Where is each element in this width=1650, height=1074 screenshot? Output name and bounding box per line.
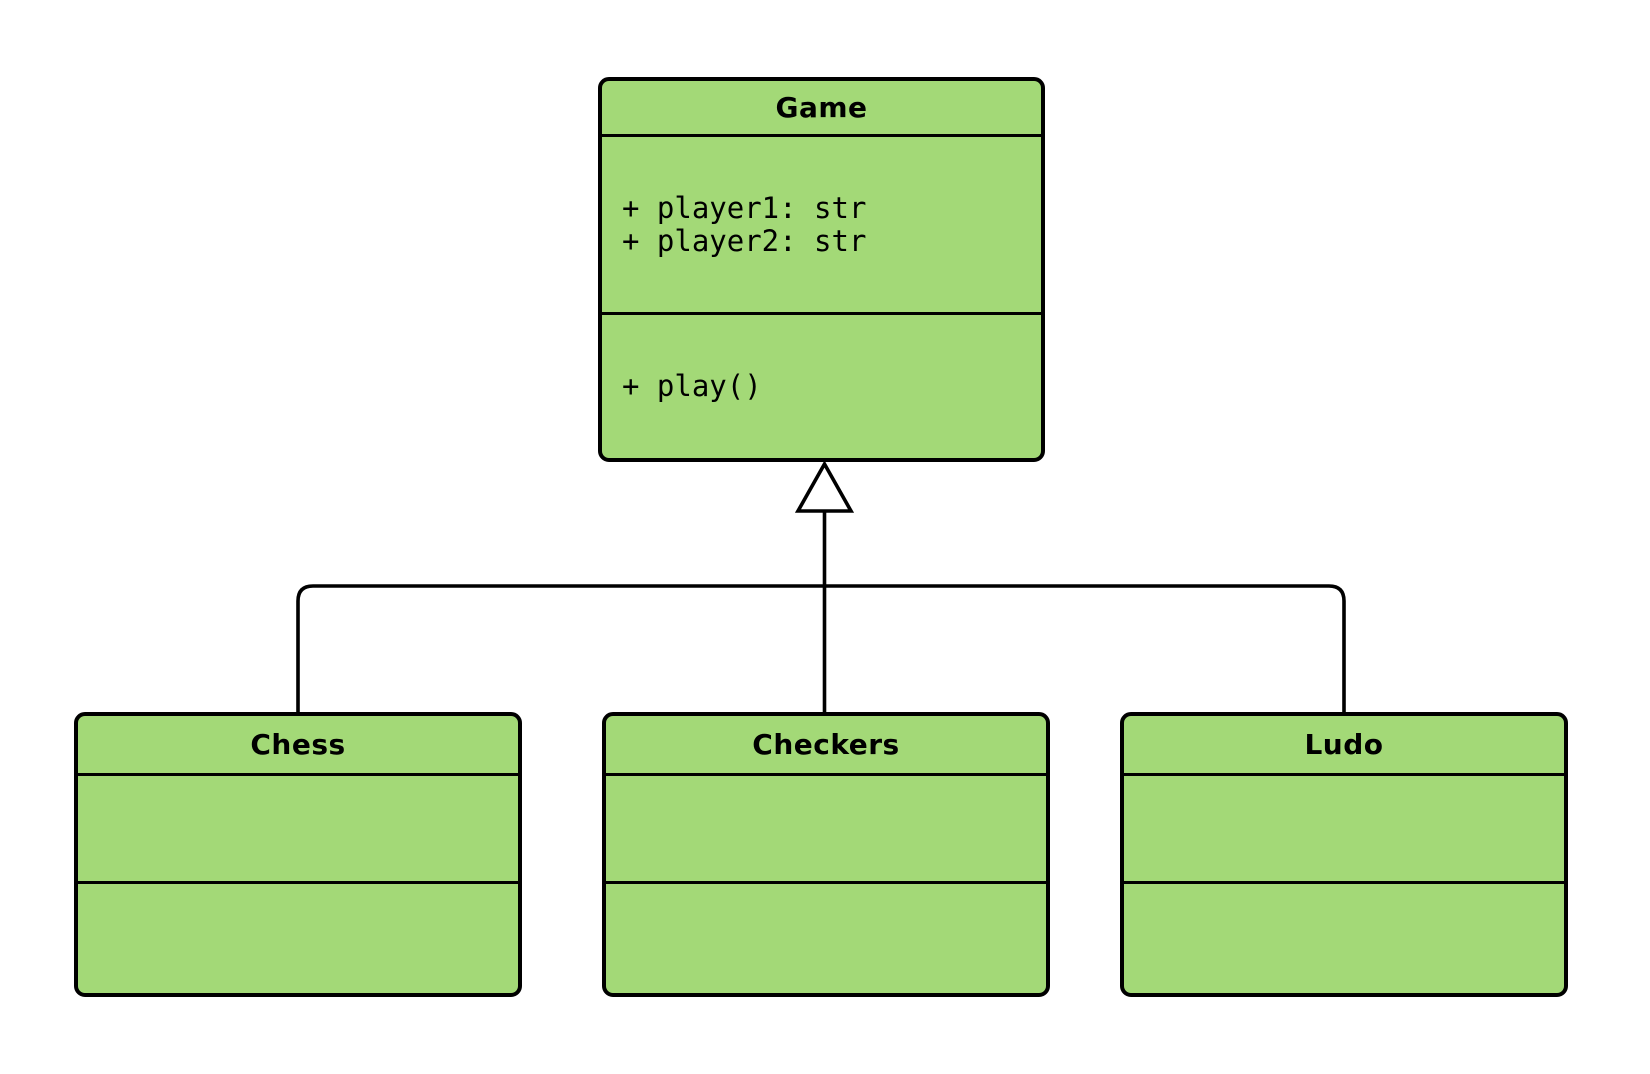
attribute-line: + player2: str [622, 223, 867, 258]
class-node-chess[interactable]: Chess [74, 712, 522, 997]
class-title: Ludo [1124, 716, 1564, 776]
methods-compartment [606, 884, 1046, 993]
attributes-compartment [1124, 776, 1564, 884]
class-title: Chess [78, 716, 518, 776]
inheritance-connector-chess [296, 584, 825, 714]
attributes-compartment [78, 776, 518, 884]
attribute-line: + player1: str [622, 190, 867, 225]
methods-compartment: + play() [602, 315, 1041, 458]
class-node-ludo[interactable]: Ludo [1120, 712, 1568, 997]
methods-compartment [1124, 884, 1564, 993]
methods-compartment [78, 884, 518, 993]
inheritance-arrow-icon [794, 460, 855, 513]
class-title: Checkers [606, 716, 1046, 776]
method-line: + play() [622, 369, 762, 403]
class-title: Game [602, 81, 1041, 137]
inheritance-connector-ludo [824, 584, 1346, 714]
attributes-compartment: + player1: str + player2: str [602, 137, 1041, 315]
class-node-game[interactable]: Game + player1: str + player2: str + pla… [598, 77, 1045, 462]
class-node-checkers[interactable]: Checkers [602, 712, 1050, 997]
attributes-compartment [606, 776, 1046, 884]
